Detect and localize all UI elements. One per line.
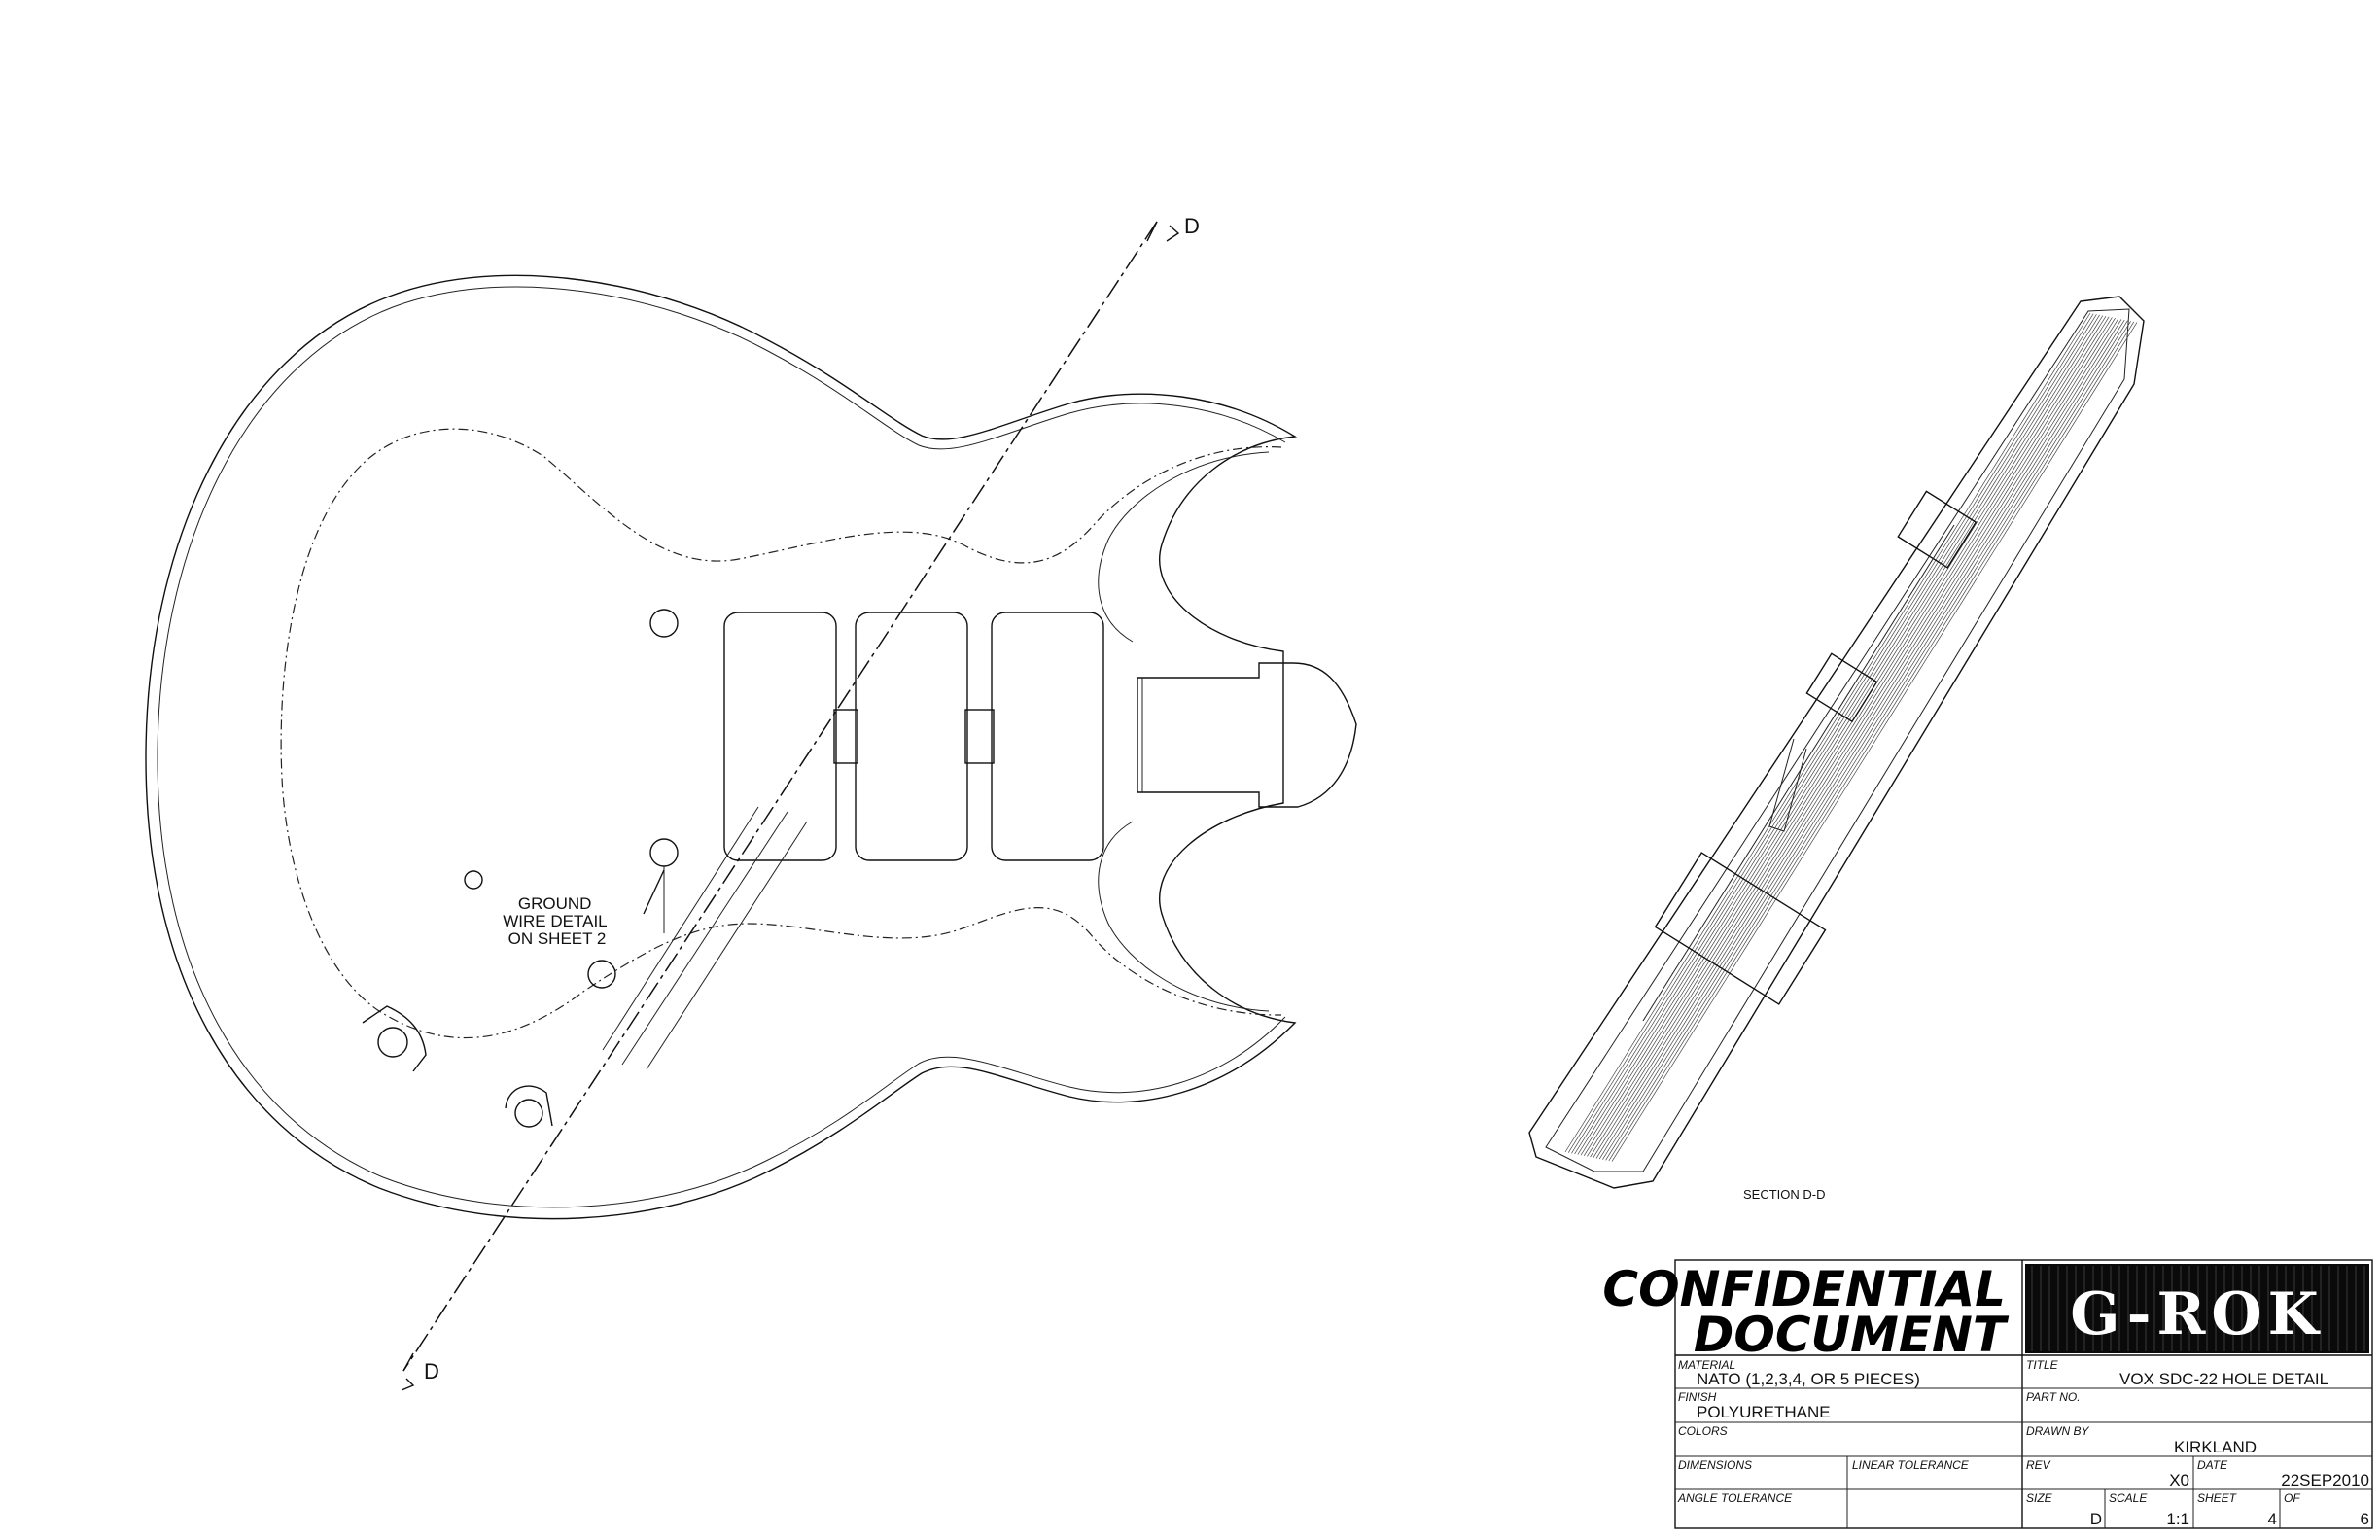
section-hatch [1564, 312, 2138, 1162]
hatch-line [1592, 318, 2119, 1158]
jack-hole-2 [514, 1099, 543, 1128]
section-floor-line [1642, 524, 1955, 1022]
section-line [402, 221, 1158, 1372]
hole-2 [649, 838, 679, 867]
drawn-by-label: DRAWN BY [2026, 1424, 2089, 1438]
neck-tenon [1137, 662, 1357, 808]
hatch-line [1608, 321, 2135, 1162]
title-block-frame [1674, 1259, 2373, 1529]
body-outline-edge [157, 286, 1286, 1208]
dimensions-label: DIMENSIONS [1678, 1458, 1752, 1472]
hatch-line [1577, 315, 2104, 1155]
scale-label: SCALE [2109, 1491, 2148, 1505]
jack-recess-2 [505, 1085, 553, 1127]
hatch-line [1564, 312, 2091, 1153]
body-outline [145, 274, 1298, 1220]
of-value: 6 [2361, 1510, 2369, 1528]
hatch-line [1605, 321, 2131, 1161]
guitar-body-plan-view: D D GROUND WIRE DETAIL ON SHEET 2 [145, 214, 1357, 1391]
section-mark-bottom: D [424, 1359, 439, 1383]
finish-label: FINISH [1678, 1390, 1717, 1404]
wire-channel-a [602, 806, 759, 1051]
angle-tolerance-label: ANGLE TOLERANCE [1677, 1491, 1793, 1505]
hatch-line [1574, 314, 2100, 1155]
jack-hole-1 [377, 1027, 408, 1058]
pickup-cavity-3 [991, 612, 1104, 861]
channel-2 [964, 709, 995, 764]
hole-1 [649, 609, 679, 638]
wire-channel-b [621, 811, 788, 1066]
hatch-line [1567, 313, 2094, 1153]
date-label: DATE [2197, 1458, 2228, 1472]
title-label: TITLE [2026, 1358, 2059, 1372]
hatch-line [1583, 316, 2110, 1157]
hatch-line [1595, 319, 2122, 1159]
pickup-cavity-2 [855, 612, 968, 861]
hatch-line [1587, 317, 2113, 1157]
drawn-by-value: KIRKLAND [2174, 1438, 2257, 1456]
jack-recess-1 [362, 1005, 427, 1072]
section-mark-top: D [1184, 214, 1200, 238]
hatch-line [1571, 314, 2097, 1154]
section-cavity-1 [1897, 490, 1978, 569]
hatch-line [1611, 322, 2138, 1162]
size-label: SIZE [2026, 1491, 2053, 1505]
part-no-label: PART NO. [2026, 1390, 2081, 1404]
rev-value: X0 [2169, 1471, 2189, 1489]
hatch-line [1602, 320, 2128, 1160]
hole-3 [464, 870, 483, 890]
of-label: OF [2284, 1491, 2300, 1505]
section-wire-hole [1768, 738, 1807, 832]
material-value: NATO (1,2,3,4, OR 5 PIECES) [1697, 1370, 1920, 1388]
title-block: CONFIDENTIAL DOCUMENT G-ROK MATERIAL NAT… [1602, 1259, 2373, 1529]
hatch-line [1590, 317, 2116, 1158]
logo-stripes [2031, 1266, 2365, 1351]
finish-value: POLYURETHANE [1697, 1403, 1831, 1421]
sheet-label: SHEET [2197, 1491, 2238, 1505]
section-outline [1528, 296, 2145, 1189]
hatch-line [1580, 316, 2107, 1156]
section-d-d-view: SECTION D-D [1528, 296, 2145, 1202]
material-label: MATERIAL [1678, 1358, 1735, 1372]
date-value: 22SEP2010 [2281, 1471, 2369, 1489]
confidential-line-1: CONFIDENTIAL [1602, 1261, 2006, 1317]
section-label: SECTION D-D [1743, 1187, 1826, 1202]
hole-4 [587, 960, 616, 989]
size-value: D [2090, 1510, 2102, 1528]
linear-tolerance-label: LINEAR TOLERANCE [1852, 1458, 1970, 1472]
callout-leader [643, 869, 665, 915]
channel-1 [833, 709, 858, 764]
section-arrow-top [1146, 221, 1158, 242]
rev-label: REV [2026, 1458, 2051, 1472]
colors-label: COLORS [1678, 1424, 1728, 1438]
pickup-cavity-1 [723, 612, 837, 861]
top-carve-line [280, 428, 1282, 1039]
ground-wire-callout: GROUND WIRE DETAIL ON SHEET 2 [503, 894, 611, 948]
section-arrow-bottom [402, 1352, 414, 1372]
top-carve-line-2 [1098, 451, 1270, 1012]
title-value: VOX SDC-22 HOLE DETAIL [2119, 1370, 2328, 1388]
wire-channel-c [646, 821, 808, 1070]
section-cavity-2 [1805, 652, 1878, 723]
arrow-head-top [1166, 225, 1180, 242]
hatch-line [1598, 319, 2125, 1160]
arrow-head-bottom [401, 1378, 415, 1391]
section-cavity-3 [1654, 852, 1827, 1005]
g-rok-logo: G-ROK [2070, 1280, 2325, 1348]
sheet-value: 4 [2268, 1510, 2277, 1528]
scale-value: 1:1 [2166, 1510, 2189, 1528]
section-inner-outline [1545, 308, 2130, 1172]
confidential-line-2: DOCUMENT [1694, 1307, 2010, 1363]
